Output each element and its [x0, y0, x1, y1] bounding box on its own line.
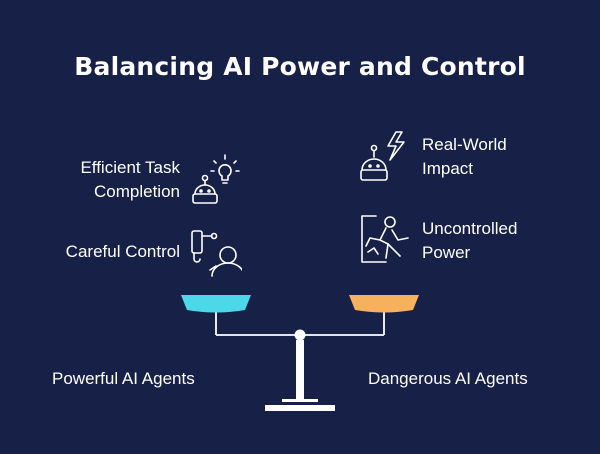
pivot — [294, 329, 306, 341]
robot-lightbulb-icon — [188, 154, 242, 206]
left-pan — [181, 295, 251, 313]
right-base-label: Dangerous AI Agents — [368, 369, 528, 388]
left-item-careful-control: Careful Control — [20, 240, 180, 264]
left-base-label: Powerful AI Agents — [52, 369, 195, 388]
right-item-2-line2: Power — [422, 243, 471, 262]
person-with-device-icon — [188, 226, 242, 278]
right-item-1-line1: Real-World — [422, 135, 507, 154]
right-item-real-world-impact: Real-World Impact — [422, 133, 562, 181]
right-item-2-line1: Uncontrolled — [422, 219, 518, 238]
breaking-figure-icon — [358, 212, 412, 266]
right-pan — [349, 295, 419, 313]
stand-base — [265, 405, 335, 411]
stand-pillar — [296, 340, 304, 400]
left-item-1-line1: Efficient Task — [80, 158, 180, 177]
robot-lightning-icon — [358, 128, 412, 184]
right-item-1-line2: Impact — [422, 159, 474, 178]
left-item-efficient-task: Efficient Task Completion — [40, 156, 180, 204]
stand-neck — [282, 399, 318, 402]
left-item-2-line1: Careful Control — [65, 242, 180, 261]
left-item-1-line2: Completion — [94, 182, 180, 201]
page-title: Balancing AI Power and Control — [74, 52, 526, 81]
right-item-uncontrolled-power: Uncontrolled Power — [422, 217, 562, 265]
